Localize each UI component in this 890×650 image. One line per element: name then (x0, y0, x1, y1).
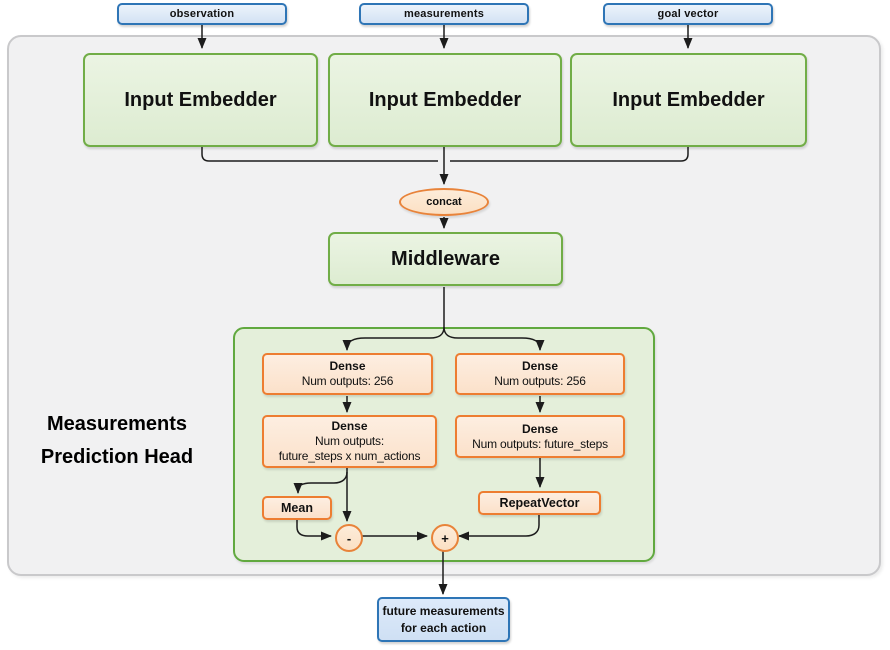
mean-node: Mean (262, 496, 332, 520)
dense-left-2-sub1: Num outputs: (315, 434, 384, 448)
input-node-observation-label: observation (169, 8, 235, 20)
repeat-vector-node-label: RepeatVector (499, 495, 580, 510)
input-node-goal-vector-label: goal vector (657, 8, 719, 20)
concat-node-label: concat (426, 196, 462, 208)
dense-left-1-sub: Num outputs: 256 (301, 374, 394, 388)
input-node-measurements: measurements (359, 3, 529, 25)
plus-op-node: + (431, 524, 459, 552)
input-node-measurements-label: measurements (403, 8, 485, 20)
dense-left-2-sub2: future_steps x num_actions (278, 449, 421, 463)
embedder-node-2: Input Embedder (328, 53, 562, 147)
head-title: Measurements Prediction Head (16, 408, 218, 474)
output-node: future measurements for each action (377, 597, 510, 642)
middleware-node: Middleware (328, 232, 563, 286)
mean-node-label: Mean (281, 500, 313, 515)
embedder-node-1-label: Input Embedder (124, 88, 277, 111)
embedder-node-1: Input Embedder (83, 53, 318, 147)
output-node-line1: future measurements (382, 603, 505, 618)
dense-right-2-sub: Num outputs: future_steps (472, 436, 608, 451)
dense-right-1-sub: Num outputs: 256 (494, 374, 586, 388)
input-node-observation: observation (117, 3, 287, 25)
embedder-node-3: Input Embedder (570, 53, 807, 147)
embedder-node-2-label: Input Embedder (368, 88, 522, 111)
dense-right-2-title: Dense (521, 421, 559, 436)
head-title-line1: Measurements (46, 413, 188, 435)
output-node-line2: for each action (400, 620, 487, 635)
embedder-node-3-label: Input Embedder (612, 88, 765, 111)
dense-left-1-title: Dense (329, 359, 366, 373)
dense-right-1-title: Dense (521, 359, 559, 373)
head-title-line2: Prediction Head (40, 446, 194, 468)
concat-node: concat (399, 188, 489, 216)
minus-op-label: - (346, 530, 352, 546)
middleware-node-label: Middleware (391, 247, 500, 270)
repeat-vector-node: RepeatVector (478, 491, 601, 515)
dense-left-2-title: Dense (331, 419, 368, 433)
dense-left-1-node: Dense Num outputs: 256 (262, 353, 433, 395)
input-node-goal-vector: goal vector (603, 3, 773, 25)
minus-op-node: - (335, 524, 363, 552)
plus-op-label: + (441, 530, 449, 546)
dense-right-1-node: Dense Num outputs: 256 (455, 353, 625, 395)
dense-left-2-node: Dense Num outputs: future_steps x num_ac… (262, 415, 437, 468)
dense-right-2-node: Dense Num outputs: future_steps (455, 415, 625, 458)
